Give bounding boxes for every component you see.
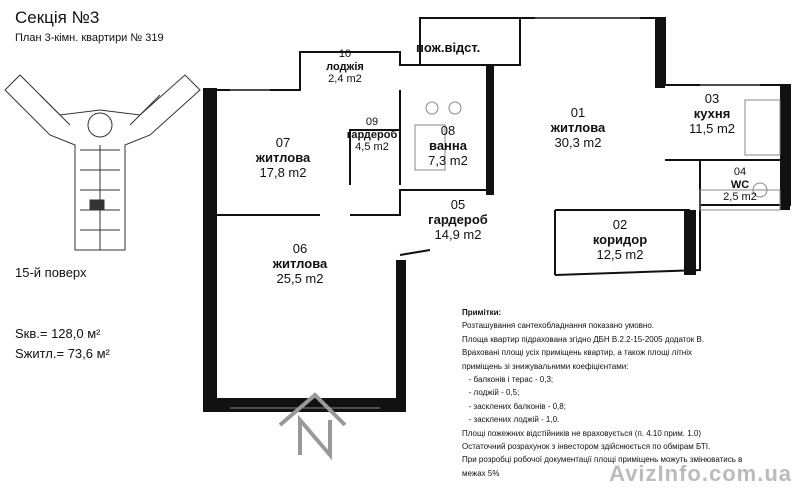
note-line: - засклених лоджій - 1,0.: [462, 415, 560, 425]
room-name: коридор: [592, 231, 648, 247]
room-name: житлова: [550, 119, 606, 135]
room-number: 09: [365, 116, 379, 128]
note-line: Враховані площі усіх приміщень квартир, …: [462, 348, 692, 358]
room-number: 01: [570, 105, 586, 120]
building-thumbnail: [4, 74, 201, 251]
plan-subtitle: План 3-кімн. квартири № 319: [15, 32, 164, 44]
room-area: 25,5 m2: [276, 270, 324, 286]
room-area: 12,5 m2: [596, 246, 644, 262]
room-number: 10: [338, 48, 352, 60]
room-area: 11,5 m2: [688, 120, 736, 136]
room-area: 17,8 m2: [259, 164, 307, 180]
room-number: 08: [440, 123, 456, 138]
room-number: 04: [733, 166, 747, 178]
note-line: При розробці робочої документації площі …: [462, 455, 743, 465]
room-area: 2,4 m2: [328, 73, 362, 86]
room-area: 4,5 m2: [355, 141, 389, 154]
room-name: гардероб: [428, 211, 488, 227]
room-area: 14,9 m2: [434, 226, 482, 242]
north-arrow-icon: [278, 392, 347, 461]
floor-label: 15-й поверх: [15, 265, 87, 280]
fixtures-and-windows: [230, 17, 781, 409]
note-line: Площа квартир підрахована згідно ДБН В.2…: [462, 334, 705, 344]
room-area: 2,5 m2: [723, 191, 757, 204]
note-line: Остаточний розрахунок з інвестором здійс…: [462, 442, 711, 452]
room-name: житлова: [255, 149, 311, 165]
fire-exit-label: пож.відст.: [416, 40, 481, 55]
note-line: Площі пожежних відстійників не враховуєт…: [462, 428, 701, 438]
note-line: приміщень зі знижувальними коефіцієнтами…: [462, 361, 629, 371]
room-number: 06: [292, 241, 308, 256]
room-name: лоджія: [326, 60, 364, 73]
living-area: Sжитл.= 73,6 м²: [15, 346, 110, 361]
note-line: межах 5%: [462, 468, 500, 478]
note-line: - лоджій - 0,5;: [462, 388, 520, 398]
room-number: 02: [612, 217, 628, 232]
room-name: житлова: [272, 255, 328, 271]
section-title: Секція №3: [15, 8, 100, 27]
room-area: 7,3 m2: [428, 152, 468, 168]
watermark: AvizInfo.com.ua: [609, 461, 792, 486]
room-area: 30,3 m2: [554, 134, 602, 150]
room-name: гардероб: [346, 128, 398, 141]
note-line: Розташування сантехобладнання показано у…: [462, 321, 655, 331]
room-number: 03: [704, 91, 720, 106]
room-name: ванна: [429, 137, 467, 153]
total-area: Sкв.= 128,0 м²: [15, 326, 101, 341]
note-line: - балконів і терас - 0,3;: [462, 375, 554, 385]
room-number: 05: [450, 197, 466, 212]
room-number: 07: [275, 135, 291, 150]
room-name: кухня: [693, 105, 731, 121]
room-name: WC: [730, 178, 750, 191]
notes: Примітки: Розташування сантехобладнання …: [462, 306, 742, 480]
notes-title: Примітки:: [462, 308, 502, 317]
note-line: - засклених балконів - 0,8;: [462, 401, 566, 411]
